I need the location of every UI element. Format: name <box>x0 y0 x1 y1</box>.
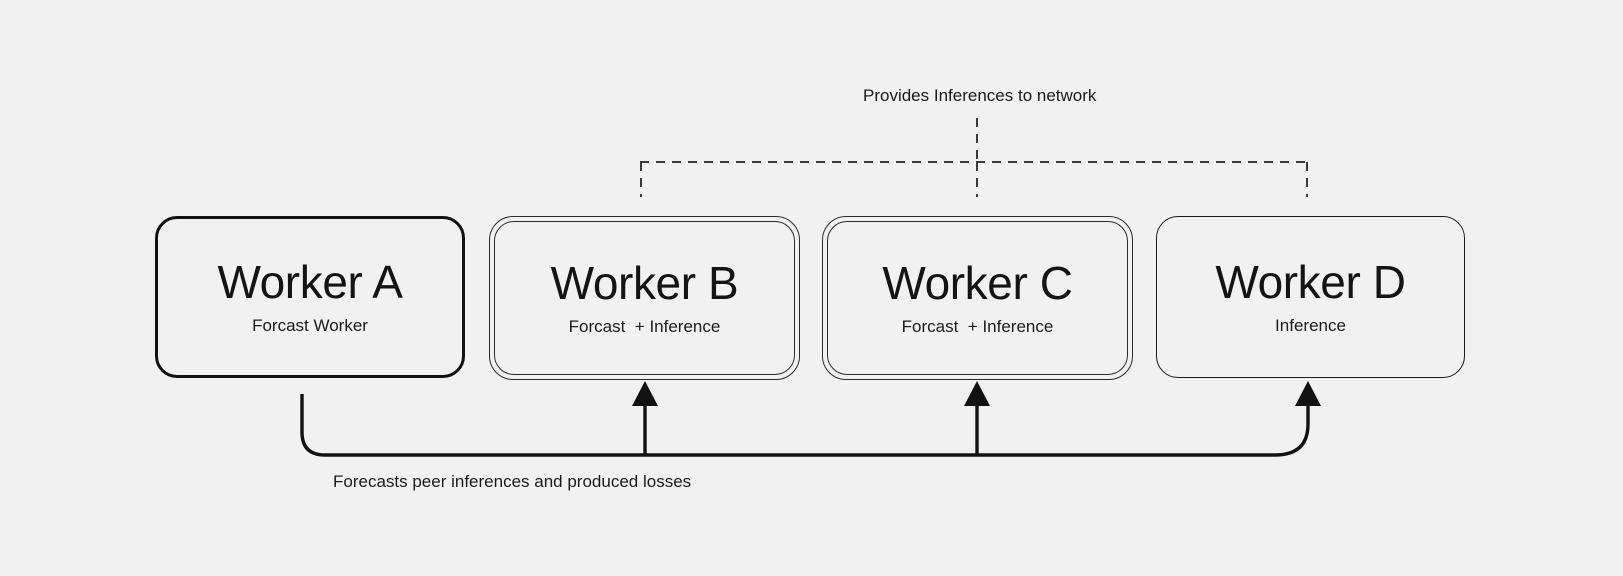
arrowhead-group <box>632 381 1321 406</box>
worker-d-title: Worker D <box>1215 256 1406 309</box>
inference-flow-caption: Provides Inferences to network <box>863 86 1097 105</box>
forecast-riser-worker-d <box>1274 403 1310 457</box>
forecast-bus-solid <box>300 394 1310 457</box>
worker-c-title: Worker C <box>882 257 1073 310</box>
worker-node-b[interactable]: Worker B Forcast + Inference <box>489 216 800 380</box>
forecast-bus-path <box>300 394 1275 457</box>
worker-d-subtitle: Inference <box>1275 315 1346 335</box>
forecast-flow-caption: Forecasts peer inferences and produced l… <box>333 472 692 491</box>
worker-node-d[interactable]: Worker D Inference <box>1156 216 1465 378</box>
worker-a-title: Worker A <box>217 256 403 309</box>
worker-node-c[interactable]: Worker C Forcast + Inference <box>822 216 1133 380</box>
worker-b-subtitle: Forcast + Inference <box>568 316 721 336</box>
arrowhead-worker-d-icon <box>1295 381 1321 406</box>
arrowhead-worker-c-icon <box>964 381 990 406</box>
worker-node-a[interactable]: Worker A Forcast Worker <box>155 216 465 378</box>
inference-bus-dashed <box>640 118 1308 197</box>
worker-b-title: Worker B <box>550 257 739 310</box>
worker-a-subtitle: Forcast Worker <box>252 315 368 335</box>
arrowhead-worker-b-icon <box>632 381 658 406</box>
worker-c-subtitle: Forcast + Inference <box>901 316 1054 336</box>
